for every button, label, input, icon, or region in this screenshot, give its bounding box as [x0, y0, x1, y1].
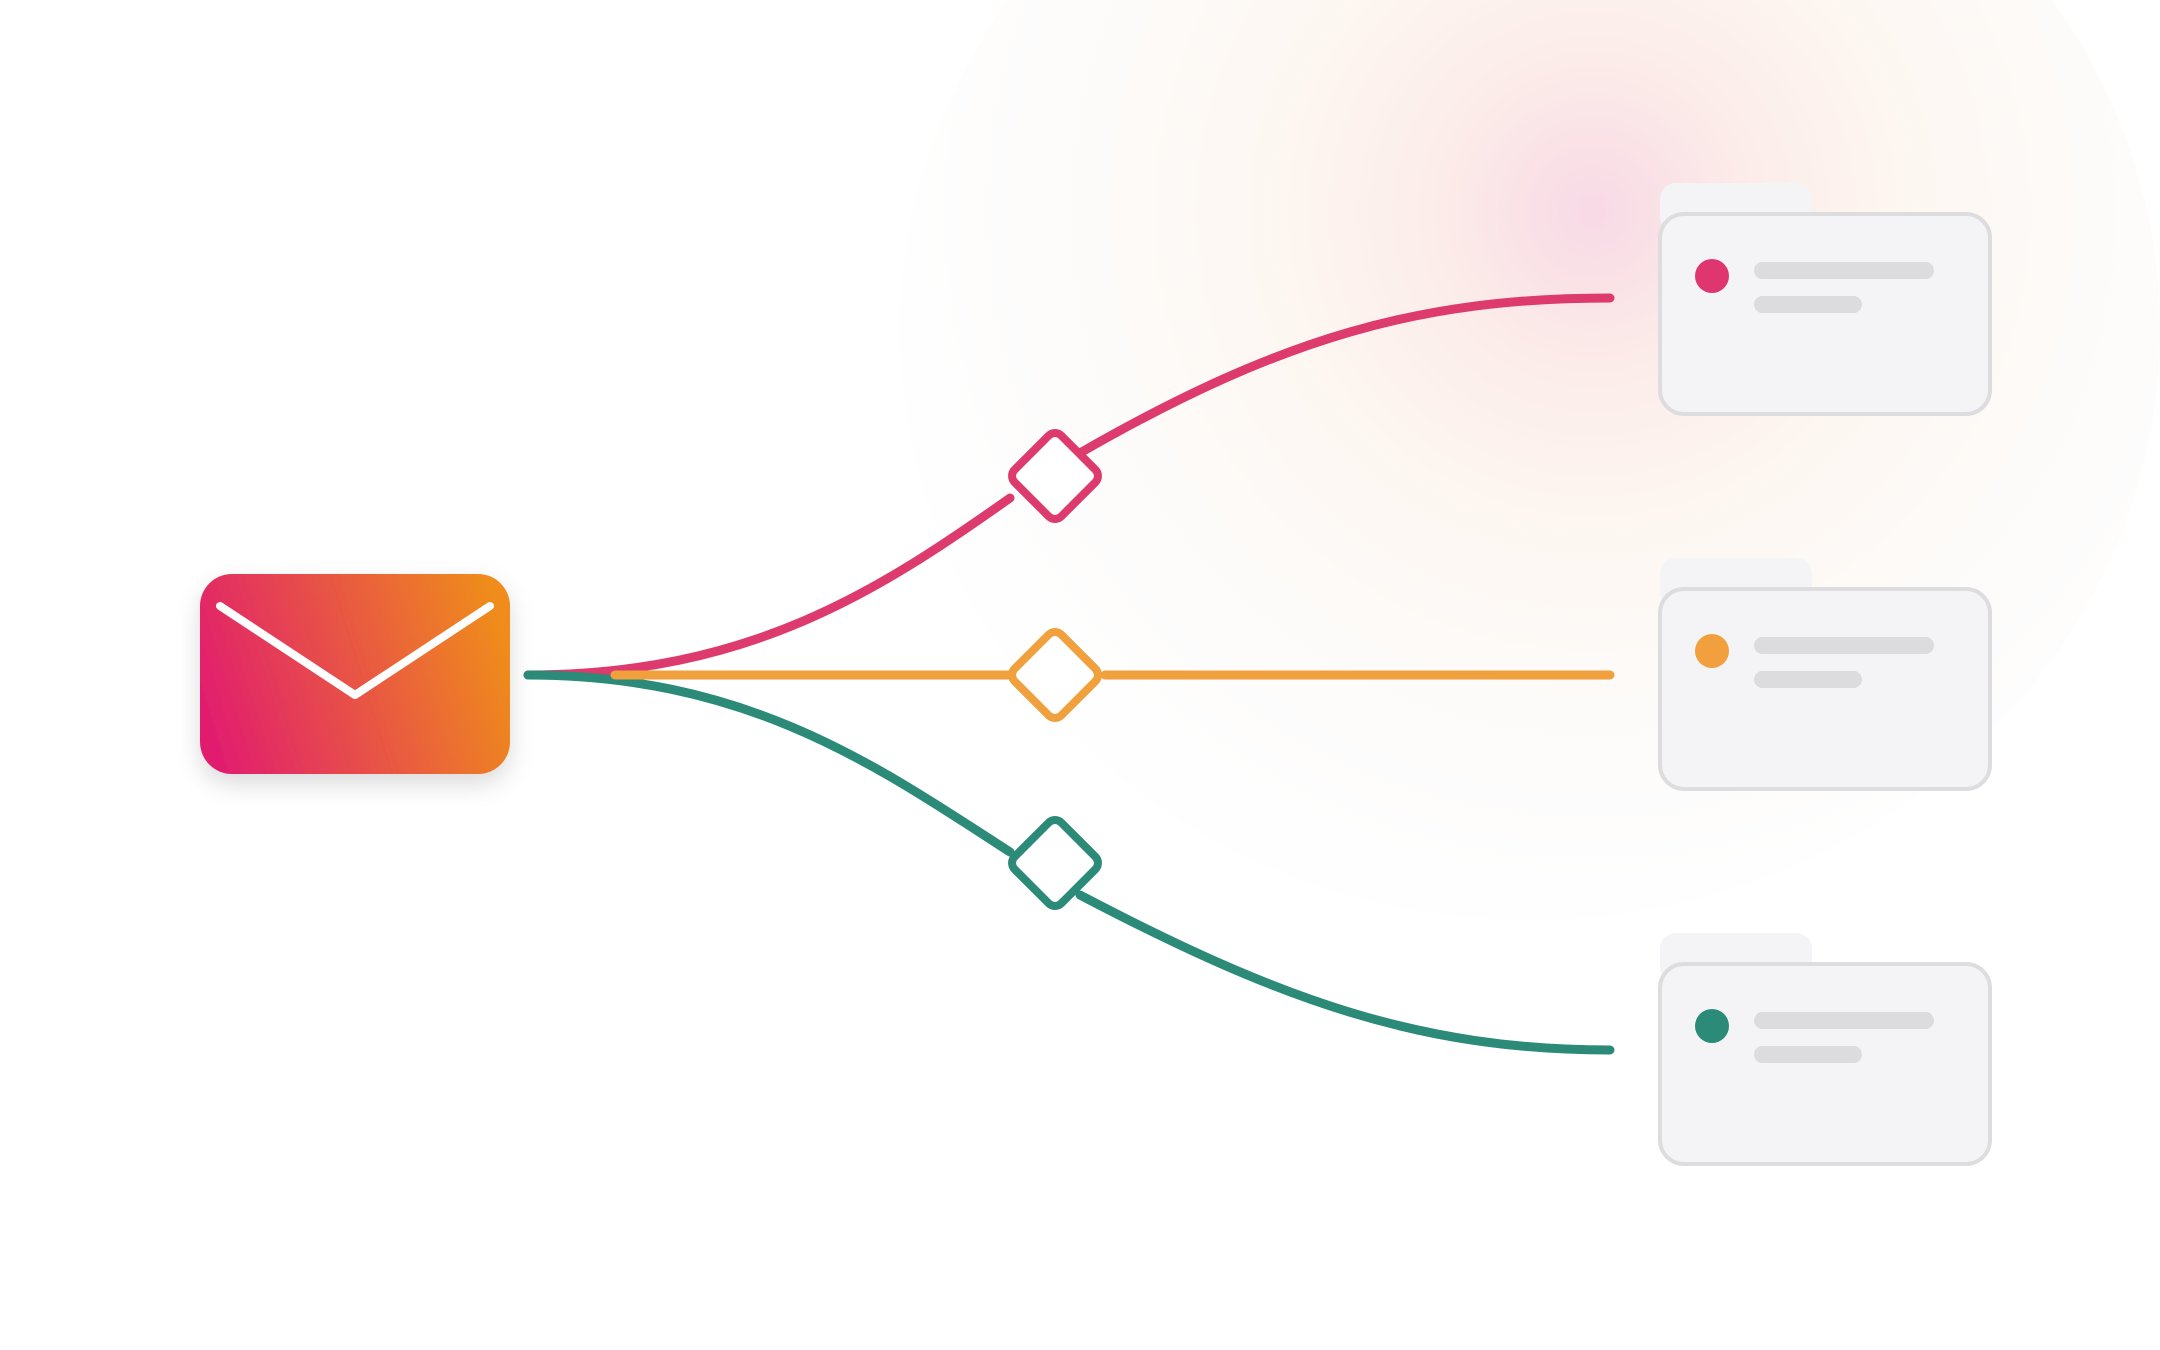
- placeholder-line: [1754, 1046, 1862, 1063]
- status-dot: [1695, 259, 1729, 293]
- route-line-top: [523, 293, 1615, 680]
- placeholder-line: [1754, 1012, 1934, 1029]
- placeholder-line: [1754, 637, 1934, 654]
- status-dot: [1695, 634, 1729, 668]
- decision-diamond-icon[interactable]: [1008, 429, 1102, 523]
- decision-diamond-icon[interactable]: [1008, 816, 1102, 910]
- destination-folder-top[interactable]: [1658, 183, 1992, 416]
- destination-folder-middle[interactable]: [1658, 558, 1992, 791]
- status-dot: [1695, 1009, 1729, 1043]
- decision-diamond-icon[interactable]: [1008, 628, 1102, 722]
- placeholder-line: [1754, 671, 1862, 688]
- destination-folder-bottom[interactable]: [1658, 933, 1992, 1166]
- envelope-icon[interactable]: [200, 574, 510, 774]
- placeholder-line: [1754, 262, 1934, 279]
- placeholder-line: [1754, 296, 1862, 313]
- route-line-bottom: [523, 670, 1615, 1055]
